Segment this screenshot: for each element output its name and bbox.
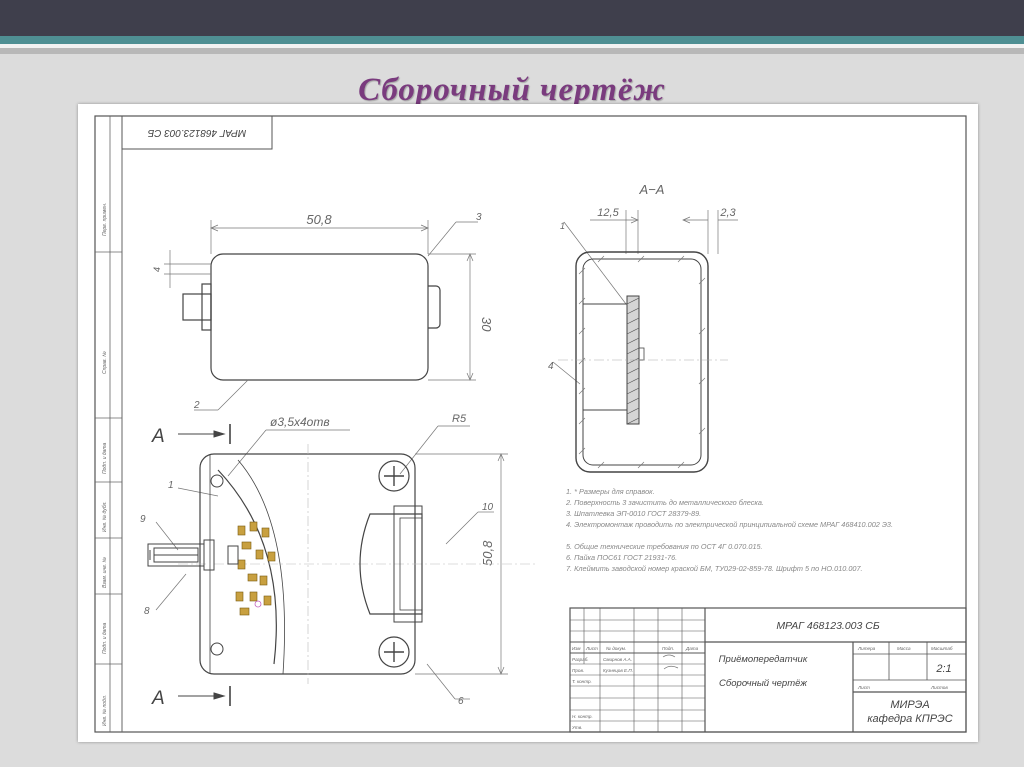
section-dim-1: 12,5 — [597, 207, 619, 219]
side-col-label: Подп. и дата — [102, 622, 108, 654]
side-col-label: Инв. № подл. — [102, 695, 108, 726]
section-dim-lines — [552, 210, 738, 385]
side-col-label: Подп. и дата — [102, 442, 108, 474]
name-cell: Кузнецов Е.П. — [603, 668, 633, 673]
section-arrow-label-bottom: А — [151, 688, 165, 709]
hole-note: ø3,5x4отв — [270, 415, 330, 429]
callout-4: 4 — [548, 361, 554, 372]
callout-10: 10 — [482, 502, 494, 513]
col-header: Лист — [585, 646, 598, 651]
note-line: 1. * Размеры для справок. — [566, 487, 655, 496]
plan-view — [147, 444, 538, 684]
note-line: 6. Пайка ПОС61 ГОСТ 21931-76. — [566, 553, 677, 562]
title-block-scale: 2:1 — [935, 663, 951, 675]
front-dim-lines — [164, 220, 478, 411]
callout-9: 9 — [140, 514, 146, 525]
callout-3: 3 — [476, 212, 482, 223]
top-header-bar — [0, 0, 1024, 36]
tech-notes: 1. * Размеры для справок. 2. Поверхность… — [565, 487, 893, 573]
section-view — [558, 251, 728, 473]
dim-plan-height: 50,8 — [480, 540, 495, 566]
row-label: Разраб. — [572, 657, 589, 662]
lit-header: Масштаб — [931, 646, 953, 651]
note-line: 7. Клеймить заводской номер краской БМ, … — [566, 564, 863, 573]
note-line: 4. Электромонтаж проводить по электричес… — [566, 520, 893, 529]
accent-gap — [0, 44, 1024, 48]
col-header: Изм — [572, 646, 581, 651]
col-header: Подп. — [662, 646, 674, 651]
side-col-label: Инв. № дубл. — [102, 501, 108, 532]
side-col-label: Справ. № — [102, 351, 108, 374]
slide-title: Сборочный чертёж — [358, 72, 666, 108]
lit-header: Масса — [897, 646, 911, 651]
callout-6: 6 — [458, 696, 464, 707]
front-view — [182, 253, 441, 381]
drawing-svg: Перв. примен. Справ. № Подп. и дата Инв.… — [94, 115, 967, 733]
note-line: 3. Шпатлевка ЭП-0010 ГОСТ 28379-89. — [566, 509, 701, 518]
stamp-text: МРАГ 468123.003 СБ — [147, 127, 246, 138]
dim-height: 30 — [479, 317, 494, 332]
callout-8: 8 — [144, 606, 150, 617]
drawing-sheet: Перв. примен. Справ. № Подп. и дата Инв.… — [78, 104, 978, 742]
plan-leaders — [155, 425, 508, 700]
name-cell: Смирнов А.А. — [603, 657, 632, 662]
callout-2: 2 — [193, 400, 200, 411]
dim-width: 50,8 — [306, 212, 332, 227]
title-block-org-1: МИРЭА — [890, 699, 929, 711]
col-header: № докум. — [606, 646, 626, 651]
note-line: 2. Поверхность 3 зачистить до металличес… — [565, 498, 764, 507]
callout-1-plan: 1 — [168, 480, 174, 491]
sheet-label: Листов — [930, 685, 948, 690]
section-arrows — [178, 424, 231, 706]
accent-band — [0, 48, 1024, 54]
title-block-product: Приёмопередатчик — [719, 654, 808, 665]
sheet-label: Лист — [857, 685, 870, 690]
title-block-org-2: кафедра КПРЭС — [867, 713, 952, 725]
title-block — [569, 607, 967, 733]
side-col-label: Взам. инв. № — [102, 556, 108, 588]
signature — [662, 654, 679, 670]
title-block-designation: МРАГ 468123.003 СБ — [776, 620, 880, 632]
inner-frame — [94, 115, 967, 733]
lit-header: Литера — [857, 646, 876, 651]
stamp-box — [121, 115, 273, 150]
section-label: А−А — [639, 182, 665, 197]
accent-bar — [0, 36, 1024, 44]
title-block-small-labels: Изм Лист № докум. Подп. Дата Разраб. Про… — [572, 646, 953, 730]
dim-small: 4 — [152, 267, 162, 272]
col-header: Дата — [685, 646, 699, 651]
row-label: Т. контр. — [572, 679, 592, 684]
callout-1: 1 — [560, 221, 565, 231]
radius-note: R5 — [452, 413, 467, 425]
row-label: Н. контр. — [572, 714, 593, 719]
side-col-label: Перв. примен. — [102, 203, 108, 236]
note-line: 5. Общие технические требования по ОСТ 4… — [566, 542, 763, 551]
section-arrow-label-top: А — [151, 426, 165, 447]
row-label: Пров. — [572, 668, 584, 673]
section-dim-2: 2,3 — [719, 207, 736, 219]
row-label: Утв. — [572, 725, 582, 730]
title-block-doctype: Сборочный чертёж — [719, 678, 807, 689]
